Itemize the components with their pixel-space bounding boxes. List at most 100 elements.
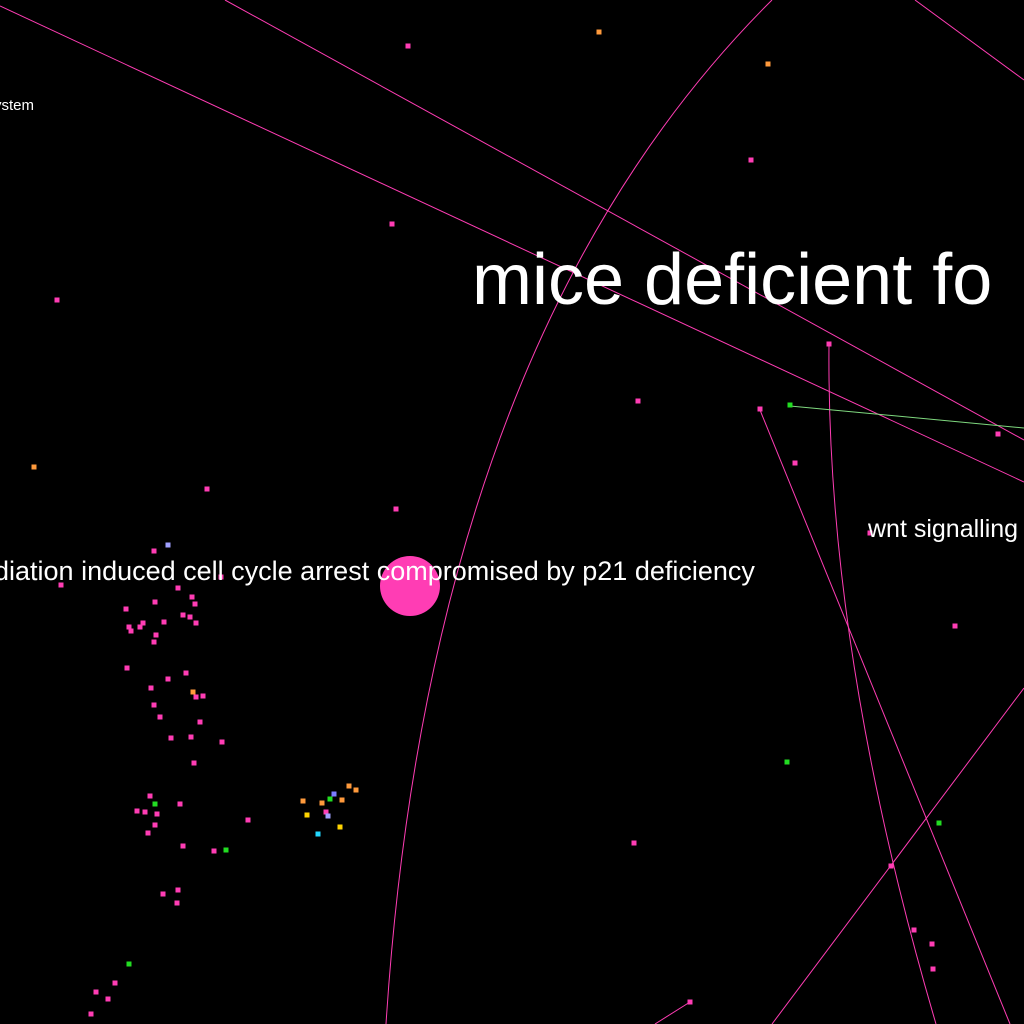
graph-node[interactable] bbox=[128, 628, 134, 634]
graph-node[interactable] bbox=[197, 719, 203, 725]
graph-node[interactable] bbox=[187, 614, 193, 620]
graph-node[interactable] bbox=[93, 989, 99, 995]
graph-node[interactable] bbox=[218, 574, 224, 580]
graph-node[interactable] bbox=[165, 676, 171, 682]
graph-node[interactable] bbox=[765, 61, 771, 67]
graph-node[interactable] bbox=[134, 808, 140, 814]
graph-node[interactable] bbox=[327, 796, 333, 802]
graph-node[interactable] bbox=[930, 966, 936, 972]
graph-node[interactable] bbox=[124, 665, 130, 671]
edge-line bbox=[385, 0, 773, 1024]
graph-node[interactable] bbox=[147, 793, 153, 799]
graph-node[interactable] bbox=[161, 619, 167, 625]
node-label-wnt-signalling[interactable]: wnt signalling bbox=[868, 515, 1019, 543]
graph-node[interactable] bbox=[331, 791, 337, 797]
graph-node[interactable] bbox=[792, 460, 798, 466]
graph-node[interactable] bbox=[151, 548, 157, 554]
graph-node[interactable] bbox=[339, 797, 345, 803]
graph-node[interactable] bbox=[784, 759, 790, 765]
graph-node[interactable] bbox=[189, 594, 195, 600]
graph-node[interactable] bbox=[936, 820, 942, 826]
graph-node[interactable] bbox=[152, 599, 158, 605]
graph-node[interactable] bbox=[191, 760, 197, 766]
graph-node[interactable] bbox=[337, 824, 343, 830]
graph-node[interactable] bbox=[145, 830, 151, 836]
graph-node[interactable] bbox=[635, 398, 641, 404]
graph-node[interactable] bbox=[211, 848, 217, 854]
graph-node[interactable] bbox=[160, 891, 166, 897]
graph-node[interactable] bbox=[325, 813, 331, 819]
graph-node[interactable] bbox=[175, 585, 181, 591]
graph-node[interactable] bbox=[223, 847, 229, 853]
graph-node[interactable] bbox=[126, 961, 132, 967]
graph-node[interactable] bbox=[757, 406, 763, 412]
graph-node[interactable] bbox=[631, 840, 637, 846]
graph-node[interactable] bbox=[54, 297, 60, 303]
graph-node[interactable] bbox=[315, 831, 321, 837]
graph-node[interactable] bbox=[687, 999, 693, 1005]
graph-node[interactable] bbox=[888, 863, 894, 869]
graph-node[interactable] bbox=[140, 620, 146, 626]
node-label-radiation-induced-arrest[interactable]: diation induced cell cycle arrest compro… bbox=[0, 556, 755, 586]
graph-node[interactable] bbox=[177, 801, 183, 807]
graph-node[interactable] bbox=[995, 431, 1001, 437]
graph-node[interactable] bbox=[787, 402, 793, 408]
graph-node[interactable] bbox=[151, 702, 157, 708]
graph-node[interactable] bbox=[165, 542, 171, 548]
graph-node[interactable] bbox=[245, 817, 251, 823]
graph-node[interactable] bbox=[193, 620, 199, 626]
graph-node[interactable] bbox=[142, 809, 148, 815]
graph-node[interactable] bbox=[88, 1011, 94, 1017]
graph-node[interactable] bbox=[346, 783, 352, 789]
node-layer bbox=[31, 29, 1001, 1017]
graph-node[interactable] bbox=[319, 800, 325, 806]
graph-node[interactable] bbox=[323, 809, 329, 815]
graph-node[interactable] bbox=[188, 734, 194, 740]
graph-node[interactable] bbox=[123, 606, 129, 612]
graph-node[interactable] bbox=[190, 689, 196, 695]
graph-node[interactable] bbox=[148, 685, 154, 691]
graph-node[interactable] bbox=[826, 341, 832, 347]
graph-node[interactable] bbox=[112, 980, 118, 986]
graph-node[interactable] bbox=[157, 714, 163, 720]
graph-node[interactable] bbox=[151, 639, 157, 645]
graph-node[interactable] bbox=[192, 601, 198, 607]
edge-line bbox=[759, 409, 1011, 1024]
focus-node[interactable] bbox=[380, 556, 440, 616]
graph-node[interactable] bbox=[596, 29, 602, 35]
node-label-system[interactable]: ystem bbox=[0, 97, 35, 114]
graph-node[interactable] bbox=[389, 221, 395, 227]
graph-node[interactable] bbox=[154, 811, 160, 817]
graph-node[interactable] bbox=[393, 506, 399, 512]
graph-node[interactable] bbox=[137, 624, 143, 630]
graph-node[interactable] bbox=[153, 632, 159, 638]
graph-node[interactable] bbox=[105, 996, 111, 1002]
graph-node[interactable] bbox=[58, 582, 64, 588]
graph-node[interactable] bbox=[867, 530, 873, 536]
graph-node[interactable] bbox=[304, 812, 310, 818]
graph-node[interactable] bbox=[152, 822, 158, 828]
graph-node[interactable] bbox=[168, 735, 174, 741]
graph-node[interactable] bbox=[911, 927, 917, 933]
graph-node[interactable] bbox=[193, 694, 199, 700]
graph-node[interactable] bbox=[200, 693, 206, 699]
graph-node[interactable] bbox=[174, 900, 180, 906]
graph-node[interactable] bbox=[204, 486, 210, 492]
node-label-mice-deficient[interactable]: mice deficient fo bbox=[472, 240, 993, 320]
graph-node[interactable] bbox=[748, 157, 754, 163]
graph-node[interactable] bbox=[152, 801, 158, 807]
graph-node[interactable] bbox=[300, 798, 306, 804]
edge-line bbox=[828, 343, 937, 1024]
graph-node[interactable] bbox=[180, 612, 186, 618]
graph-node[interactable] bbox=[405, 43, 411, 49]
graph-node[interactable] bbox=[175, 887, 181, 893]
graph-node[interactable] bbox=[219, 739, 225, 745]
graph-node[interactable] bbox=[353, 787, 359, 793]
graph-node[interactable] bbox=[126, 624, 132, 630]
graph-node[interactable] bbox=[929, 941, 935, 947]
graph-node[interactable] bbox=[183, 670, 189, 676]
graph-node[interactable] bbox=[180, 843, 186, 849]
graph-node[interactable] bbox=[952, 623, 958, 629]
graph-node[interactable] bbox=[31, 464, 37, 470]
